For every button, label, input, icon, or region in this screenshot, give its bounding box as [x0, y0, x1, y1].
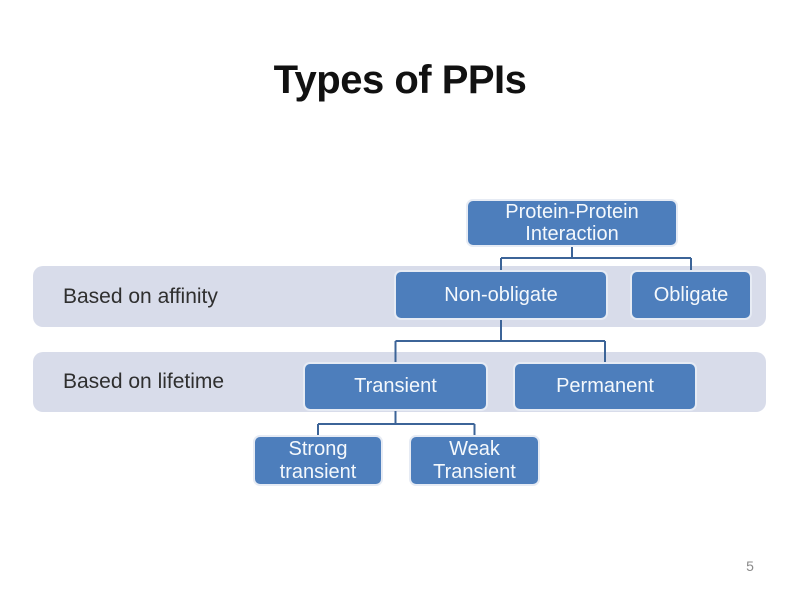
node-strong-transient: Strong transient [253, 435, 383, 486]
band-lifetime-label: Based on lifetime [63, 370, 225, 393]
slide-title: Types of PPIs [273, 58, 527, 102]
connector-transient-children [317, 411, 476, 436]
slide-page-number: 5 [746, 558, 754, 574]
node-obligate: Obligate [630, 270, 752, 320]
connector-nonobligate-children [394, 320, 606, 363]
connector-root-children [500, 247, 692, 271]
node-protein-protein-interaction: Protein-Protein Interaction [466, 199, 678, 247]
node-transient: Transient [303, 362, 488, 411]
node-non-obligate: Non-obligate [394, 270, 608, 320]
node-permanent: Permanent [513, 362, 697, 411]
band-affinity-label: Based on affinity [63, 284, 218, 308]
node-weak-transient: Weak Transient [409, 435, 540, 486]
